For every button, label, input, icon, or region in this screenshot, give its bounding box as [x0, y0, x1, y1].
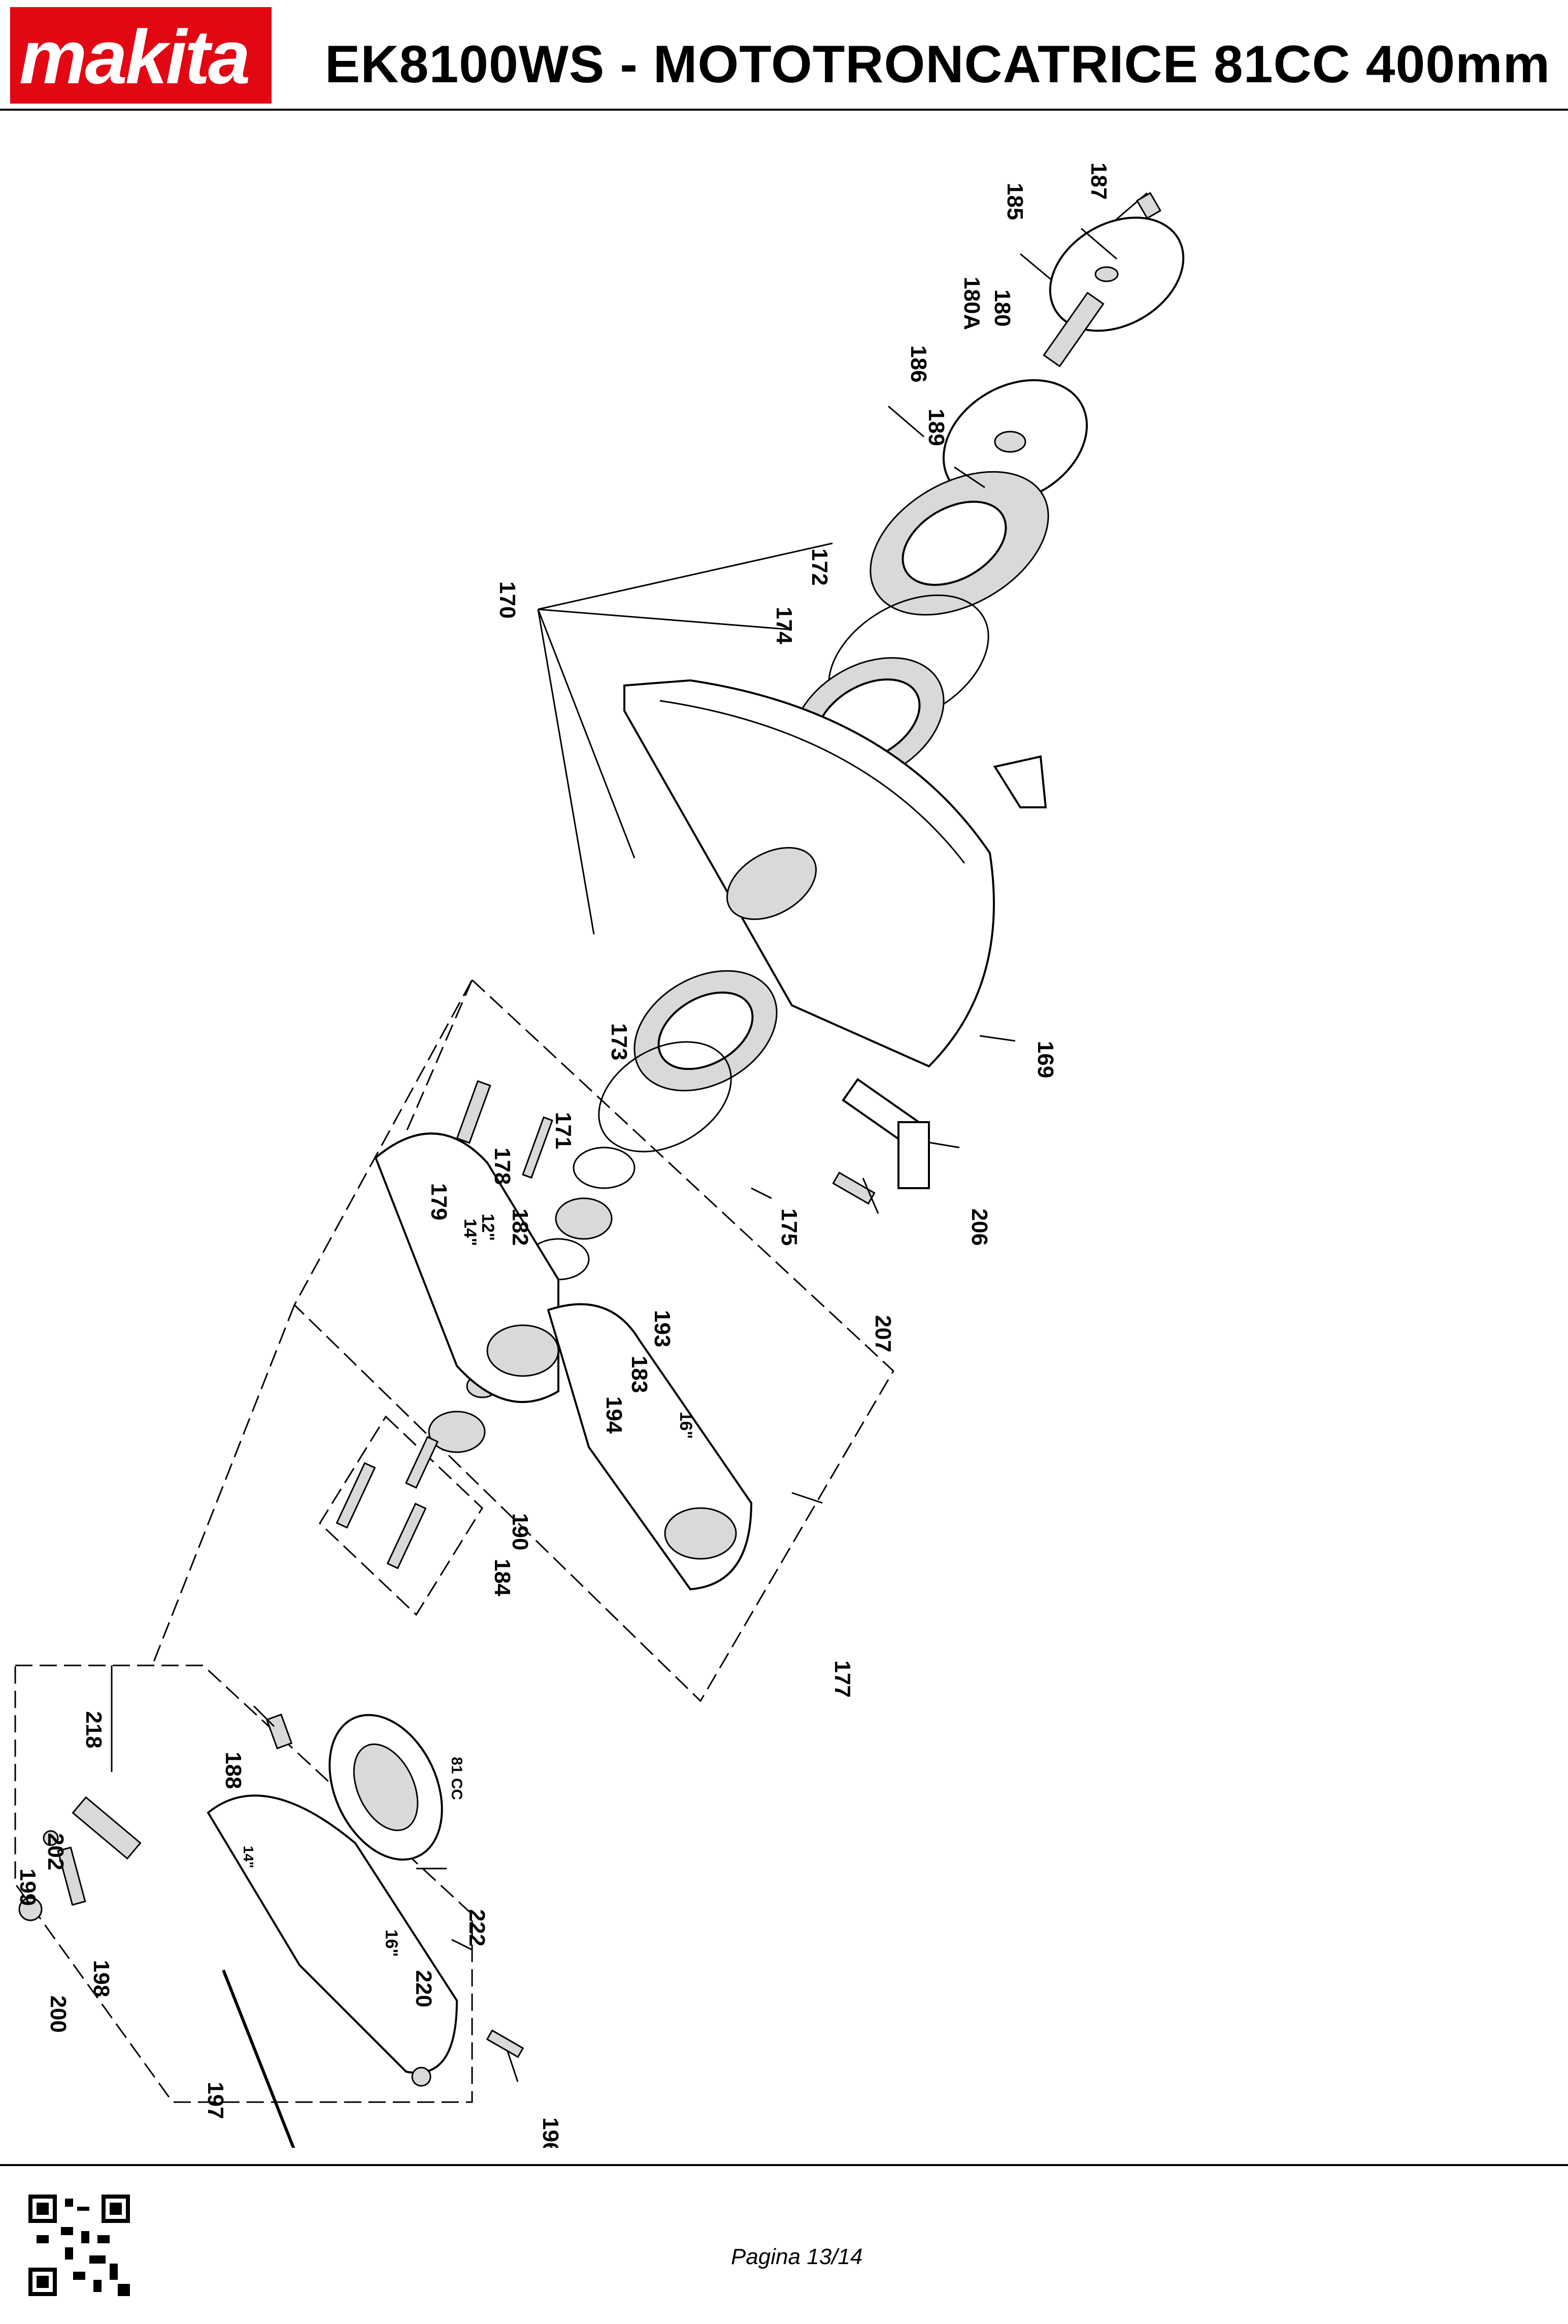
part-193-circlip	[573, 1147, 636, 1189]
part-195-nut	[411, 2067, 431, 2087]
label-180: 180	[990, 289, 1015, 326]
label-172: 172	[807, 548, 832, 585]
label-199: 199	[15, 1869, 40, 1906]
embossed-labels: 12" 14" 16" 81 CC 16" 14"	[241, 1214, 695, 1957]
header-divider	[0, 109, 1568, 111]
part-179-bolt	[456, 1080, 491, 1144]
label-222: 222	[464, 1909, 489, 1946]
part-207-screw	[832, 1171, 876, 1205]
label-218: 218	[81, 1711, 106, 1748]
label-183: 183	[627, 1356, 652, 1393]
label-206: 206	[967, 1208, 992, 1246]
assembly-outline-218	[14, 1664, 473, 2103]
label-179: 179	[426, 1183, 451, 1220]
part-198-spring	[57, 1846, 86, 1906]
part-199-washer	[43, 1830, 59, 1846]
label-182: 182	[508, 1208, 532, 1246]
part-177-arm	[374, 1132, 753, 1591]
part-183-bearing	[555, 1197, 613, 1240]
part-200-nut	[18, 1897, 43, 1921]
makita-logo: makita	[10, 7, 272, 104]
part-171-ring	[598, 1041, 732, 1153]
label-194: 194	[602, 1396, 626, 1434]
spring-group-outline	[319, 1415, 483, 1616]
part-180-shaft	[1043, 291, 1105, 368]
part-196-screw	[486, 2029, 524, 2058]
label-170: 170	[495, 581, 520, 618]
leader-lines	[111, 227, 1117, 2082]
label-200: 200	[46, 1995, 71, 2033]
page-title: EK8100WS - MOTOTRONCATRICE 81CC 400mm	[325, 35, 1551, 94]
page-number: Pagina 13/14	[731, 2244, 863, 2269]
label-187: 187	[1086, 162, 1111, 200]
part-197-rod	[222, 1969, 295, 2148]
label-178: 178	[490, 1148, 515, 1185]
label-174: 174	[772, 607, 796, 644]
label-188: 188	[221, 1752, 246, 1789]
svg-text:makita: makita	[19, 14, 249, 100]
part-169-blade-guard	[623, 679, 1047, 1068]
label-171: 171	[551, 1112, 576, 1149]
spring-group	[336, 1436, 439, 1569]
label-175: 175	[777, 1208, 802, 1246]
embossed-16in-arm: 16"	[676, 1412, 695, 1439]
label-196: 196	[538, 2117, 563, 2148]
part-184-bearing	[428, 1411, 486, 1453]
embossed-81cc: 81 CC	[448, 1757, 465, 1800]
embossed-14in-cover: 14"	[241, 1846, 256, 1868]
part-188-bolt	[265, 1713, 293, 1750]
part-202-bracket	[72, 1796, 142, 1860]
footer-divider	[0, 2164, 1568, 2166]
label-177: 177	[830, 1660, 855, 1697]
label-220: 220	[411, 1970, 436, 2007]
label-180a: 180A	[959, 277, 984, 330]
part-206-tube	[842, 1077, 930, 1189]
label-186: 186	[906, 345, 931, 382]
label-207: 207	[871, 1315, 895, 1352]
label-185: 185	[1003, 183, 1027, 220]
page-header: makita EK8100WS - MOTOTRONCATRICE 81CC 4…	[0, 0, 1568, 117]
label-189: 189	[924, 409, 949, 446]
label-173: 173	[607, 1023, 631, 1060]
label-190: 190	[508, 1513, 532, 1550]
exploded-parts-diagram: 187 185 180 180A 186 189 172 170 174 169…	[14, 162, 1185, 2148]
part-172-flange	[870, 471, 1049, 616]
embossed-16in-cover: 16"	[382, 1929, 401, 1957]
embossed-12in: 12"	[478, 1214, 497, 1241]
assembly-outline-177	[293, 978, 894, 1703]
part-187-bolt	[1111, 192, 1162, 224]
part-222-pulley	[328, 1714, 443, 1861]
label-198: 198	[89, 1960, 114, 1997]
label-197: 197	[203, 2082, 228, 2119]
qr-code-icon	[28, 2195, 130, 2296]
label-184: 184	[490, 1559, 515, 1596]
embossed-14in: 14"	[460, 1219, 480, 1246]
label-193: 193	[650, 1310, 675, 1347]
part-182-pin	[522, 1116, 553, 1179]
part-labels: 187 185 180 180A 186 189 172 170 174 169…	[15, 162, 1111, 2148]
label-202: 202	[43, 1833, 68, 1870]
label-169: 169	[1033, 1041, 1058, 1078]
